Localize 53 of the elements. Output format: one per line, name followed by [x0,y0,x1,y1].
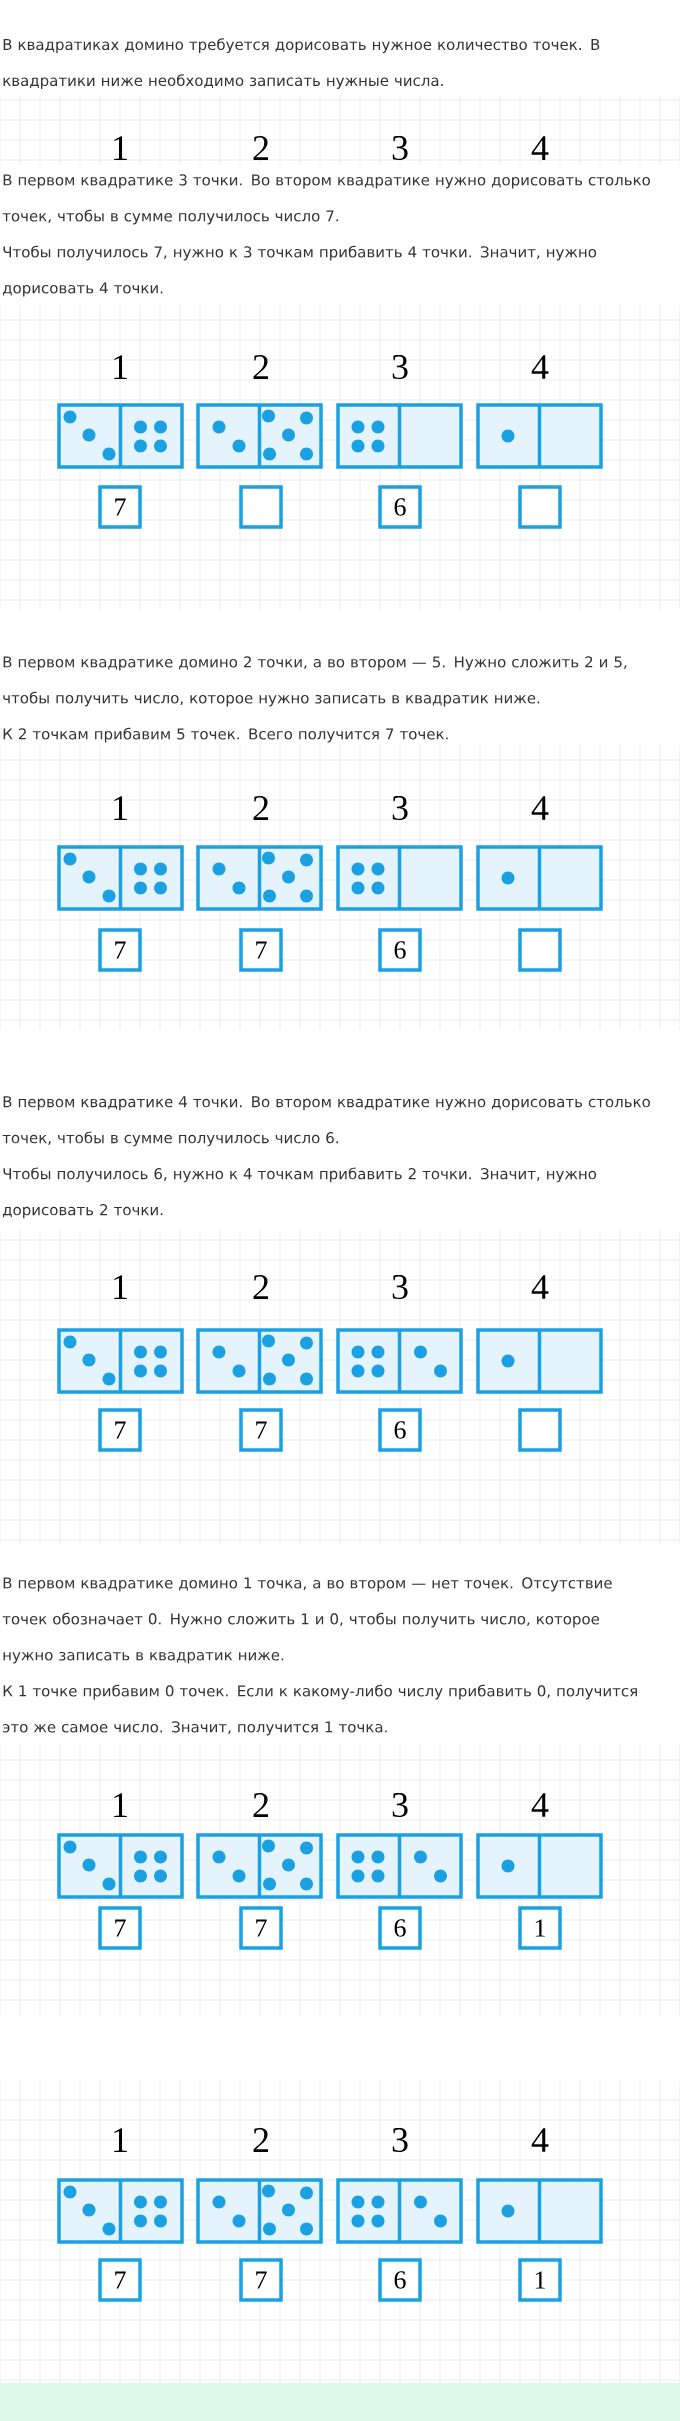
paragraph-text: В первом квадратике домино 2 точки, а во втором — 5. Нужно сложить 2 и 5, чтобы получить число, которое нужно записать в квадратик ниже. [3,656,627,707]
column-number: 1 [114,355,127,379]
column-number: 4 [531,2128,549,2152]
answer-box: 6 [378,2258,422,2302]
column-number: 3 [392,354,408,380]
column-number: 2 [253,136,268,160]
column-number: 2 [253,355,268,379]
column-number: 2 [253,2128,268,2152]
column-number: 4 [531,1275,549,1299]
column-number: 2 [253,1793,268,1817]
paragraph-text: К 1 точке прибавим 0 точек. Если к какому-либо числу прибавить 0, получится это же самое число. Значит, получится 1 точка. [3,1684,637,1736]
column-number: 1 [114,2128,127,2152]
paragraph-text: К 2 точкам прибавим 5 точек. Всего получится 7 точек. [3,727,448,743]
column-number: 4 [531,796,549,820]
answer-box: 7 [98,1408,142,1452]
empty-answer-box [518,485,562,529]
answer-box: 1 [518,2258,562,2302]
column-number: 1 [114,1275,127,1299]
answer-box: 7 [239,1906,283,1950]
answer-box: 6 [378,485,422,529]
answer-box: 7 [98,485,142,529]
answer-box: 7 [239,1408,283,1452]
paragraph-text: Чтобы получилось 7, нужно к 3 точкам прибавить 4 точки. Значит, нужно дорисовать 4 точки. [3,245,597,297]
paragraph-text: В первом квадратике 3 точки. Во втором квадратике нужно дорисовать столько точек, чтобы в сумме получилось число 7. [2,174,650,225]
answer-box: 6 [378,1408,422,1452]
column-number: 3 [392,2127,408,2153]
column-number: 3 [392,1274,408,1300]
column-number: 4 [531,136,549,160]
column-number: 1 [114,1793,127,1817]
paragraph-text: Чтобы получилось 6, нужно к 4 точкам прибавить 2 точки. Значит, нужно дорисовать 2 точки. [3,1167,597,1219]
answer-box: 6 [378,1906,422,1950]
answer-box: 7 [239,2258,283,2302]
column-number: 1 [114,136,127,160]
column-number: 2 [253,1275,268,1299]
answer-box: 6 [378,928,422,972]
column-number: 4 [531,355,549,379]
paragraph-text: В первом квадратике домино 1 точка, а во втором — нет точек. Отсутствие точек обозначает 0. Нужно сложить 1 и 0, чтобы получить число, которое нужно записать в квадратик ниже. [2,1577,612,1664]
column-number: 2 [253,796,268,820]
answer-box: 7 [98,2258,142,2302]
answer-box: 1 [518,1906,562,1950]
column-number: 3 [392,135,408,161]
column-number: 1 [114,796,127,820]
answer-box: 7 [239,928,283,972]
empty-answer-box [518,1408,562,1452]
answer-box: 7 [98,928,142,972]
paragraph-text: В квадратиках домино требуется дорисовать нужное количество точек. В квадратики ниже необходимо записать нужные числа. [3,38,600,89]
column-number: 3 [392,1792,408,1818]
paragraph-text: В первом квадратике 4 точки. Во втором квадратике нужно дорисовать столько точек, чтобы в сумме получилось число 6. [2,1096,650,1147]
empty-answer-box [518,928,562,972]
column-number: 3 [392,795,408,821]
column-number: 4 [531,1793,549,1817]
empty-answer-box [239,485,283,529]
answer-box: 7 [98,1906,142,1950]
